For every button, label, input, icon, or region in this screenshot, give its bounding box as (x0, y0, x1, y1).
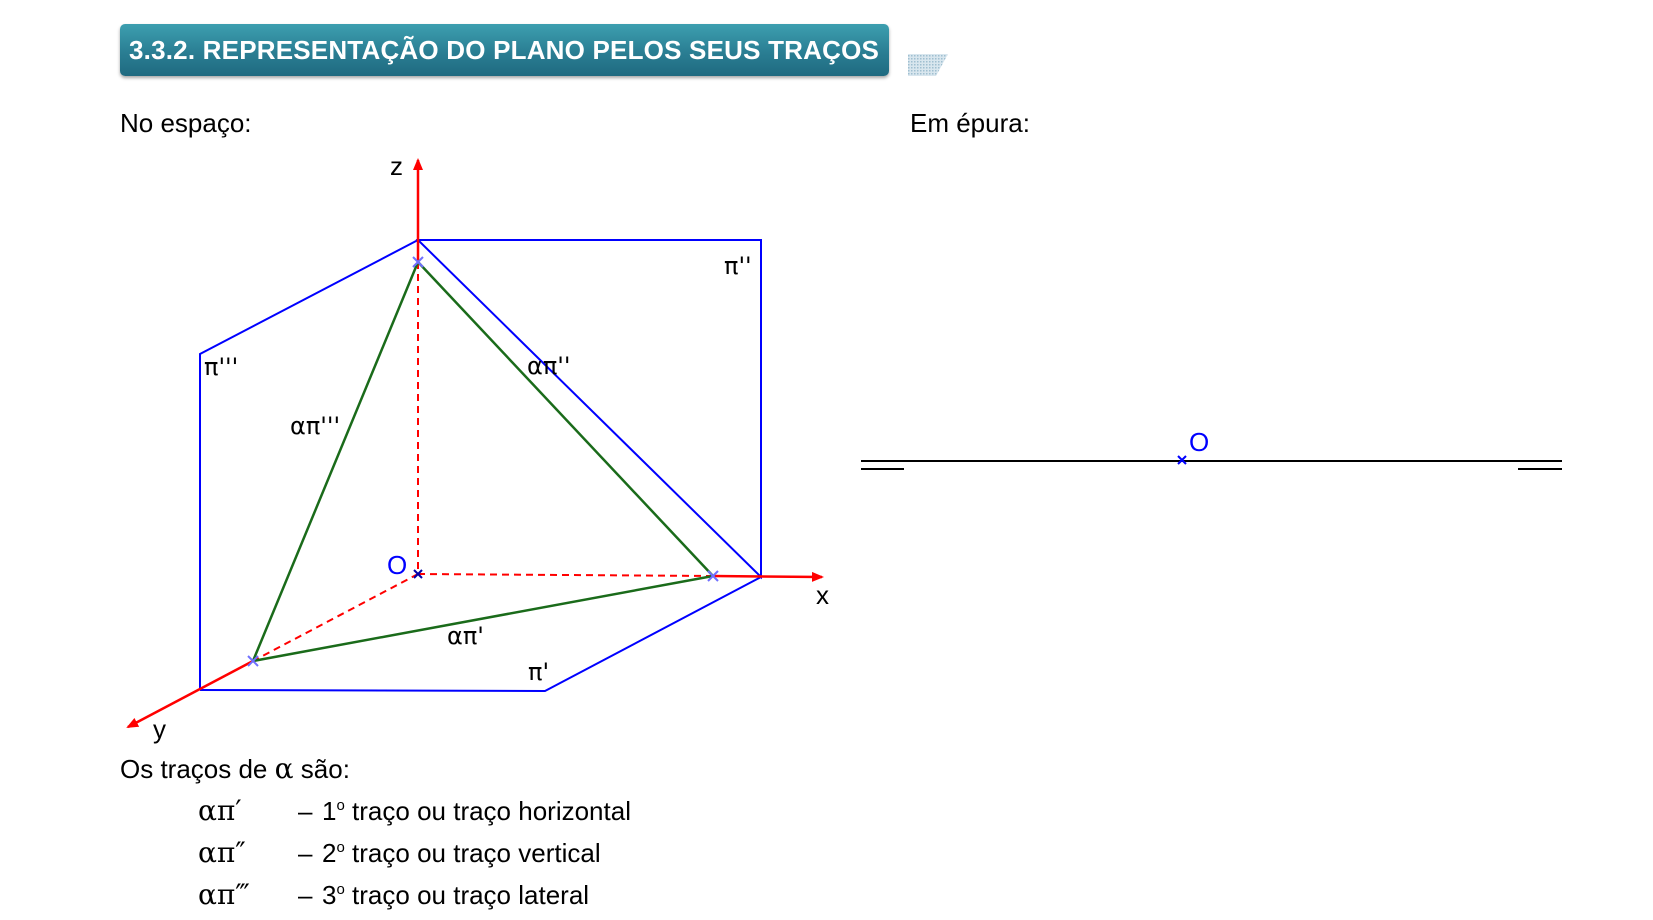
vertical-plane-outline (415, 239, 762, 580)
axis-y-hidden (252, 573, 419, 662)
axis-x-hidden (417, 573, 714, 577)
marker-origin (413, 569, 423, 579)
origin-label: O (387, 550, 407, 580)
marker-z (412, 256, 424, 268)
trace-vertical-line (417, 261, 714, 577)
traces-intro-text: Os traços de (120, 754, 268, 784)
axis-y-label: y (153, 714, 166, 744)
trace-item-lateral: απ‴ –3o traço ou traço lateral (120, 878, 631, 920)
trace-symbol: απ′ (198, 794, 242, 827)
trace-description: traço ou traço lateral (352, 880, 590, 910)
trace-ordinal: 2 (322, 838, 337, 868)
trace-horizontal-label: απ' (447, 622, 484, 650)
plane-lateral-label: π''' (204, 353, 238, 381)
horizontal-plane-outline (199, 576, 762, 693)
trace-symbol: απ″ (198, 836, 246, 869)
trace-ordinal-mark: o (336, 881, 345, 898)
trace-lateral-line (251, 261, 420, 662)
header-tail-decoration (908, 54, 948, 76)
axis-y (126, 659, 254, 729)
trace-horizontal-line (252, 574, 714, 663)
epure-label: Em épura: (910, 108, 1030, 138)
trace-description: traço ou traço vertical (352, 838, 601, 868)
trace-vertical-label: απ'' (527, 352, 570, 380)
alpha-symbol: α (274, 752, 294, 785)
trace-item-horizontal: απ′ –1o traço ou traço horizontal (120, 794, 631, 836)
trace-ordinal-mark: o (336, 797, 345, 814)
traces-list: Os traços de α são: απ′–1o traço ou traç… (120, 752, 631, 920)
plane-vertical-label: π'' (724, 252, 752, 280)
trace-dash: – (298, 838, 313, 868)
section-title: 3.3.2. REPRESENTAÇÃO DO PLANO PELOS SEUS… (120, 24, 890, 76)
lateral-plane-outline (199, 239, 419, 690)
epure-diagram: O (861, 427, 1562, 470)
trace-symbol: απ‴ (198, 878, 250, 911)
trace-ordinal: 3 (322, 880, 337, 910)
plane-horizontal-label: π' (528, 658, 549, 686)
trace-ordinal: 1 (322, 796, 337, 826)
axis-x-label: x (816, 580, 829, 610)
trace-lateral-label: απ''' (290, 412, 340, 440)
trace-dash: – (298, 880, 313, 910)
axis-x (712, 571, 824, 582)
axis-z-label: z (390, 151, 403, 181)
epure-origin-label: O (1189, 427, 1209, 457)
section-header: 3.3.2. REPRESENTAÇÃO DO PLANO PELOS SEUS… (120, 24, 960, 82)
trace-ordinal-mark: o (336, 839, 345, 856)
epure-origin-marker (1177, 455, 1187, 465)
marker-x (707, 570, 719, 582)
trace-dash: – (298, 796, 313, 826)
space-label: No espaço: (120, 108, 252, 138)
trace-item-vertical: απ″ –2o traço ou traço vertical (120, 836, 631, 878)
traces-intro: Os traços de α são: (120, 752, 631, 794)
traces-intro-suffix: são: (300, 754, 350, 784)
marker-y (247, 655, 259, 667)
trace-description: traço ou traço horizontal (352, 796, 631, 826)
